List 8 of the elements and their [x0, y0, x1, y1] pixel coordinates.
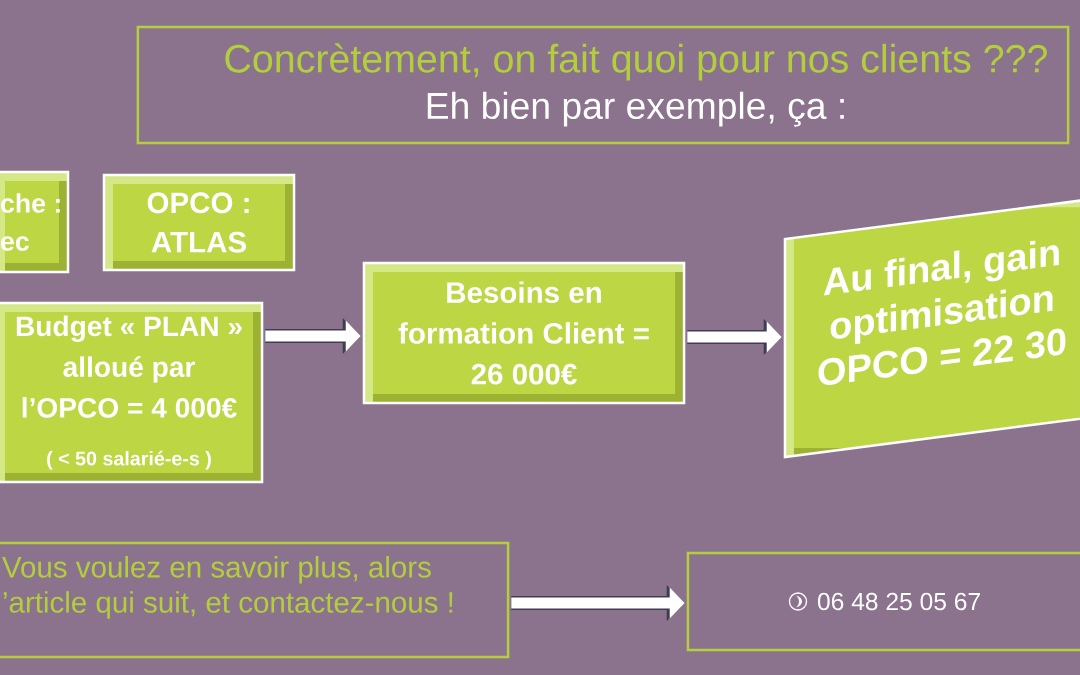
info-box: Budget « PLAN » alloué par l’OPCO = 4 000€ ( < 50 salarié-e-s ): [0, 301, 264, 484]
info-box: Besoins en formation Client = 26 000€: [362, 261, 686, 405]
result-box: Au final, gain optimisation OPCO = 22 30: [783, 196, 1080, 459]
info-box: che : ec: [0, 170, 70, 274]
info-box: OPCO : ATLAS: [102, 173, 296, 272]
heading-box: Concrètement, on fait quoi pour nos clients ??? Eh bien par exemple, ça :: [136, 25, 1070, 145]
contact-box: 06 48 25 05 67: [686, 551, 1080, 652]
note-box: Vous voulez en savoir plus, alors ’article qui suit, et contactez-nous !: [0, 541, 510, 659]
